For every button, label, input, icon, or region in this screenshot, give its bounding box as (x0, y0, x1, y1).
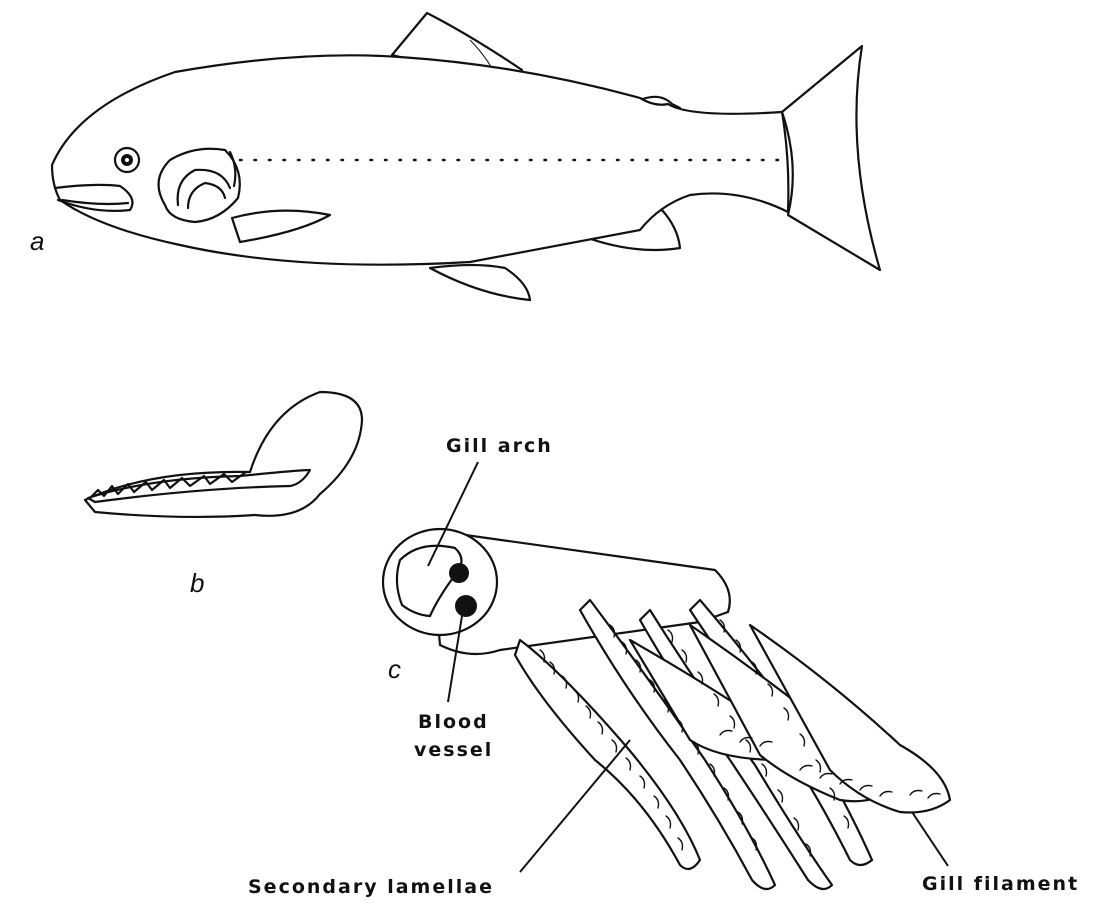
label-secondary-lamellae: Secondary lamellae (248, 876, 494, 898)
leader-gill-filament (912, 812, 948, 866)
label-gill-arch: Gill arch (446, 435, 553, 457)
leader-secondary-lamellae (520, 740, 630, 872)
label-gill-filament: Gill filament (922, 873, 1079, 895)
gill-filament-illustration (383, 462, 950, 889)
gill-arch-illustration (85, 392, 362, 517)
fish-illustration (52, 13, 880, 300)
caudal-fin (782, 46, 880, 270)
blood-vessel-2 (455, 595, 477, 617)
panel-label-a: a (30, 226, 44, 256)
label-blood-vessel-line1: Blood (418, 711, 489, 733)
pelvic-fin (430, 265, 530, 300)
blood-vessel-1 (449, 563, 469, 583)
fish-body (52, 55, 788, 264)
label-blood-vessel-line2: vessel (414, 739, 493, 761)
panel-label-c: c (388, 654, 401, 684)
panel-label-b: b (190, 568, 204, 598)
